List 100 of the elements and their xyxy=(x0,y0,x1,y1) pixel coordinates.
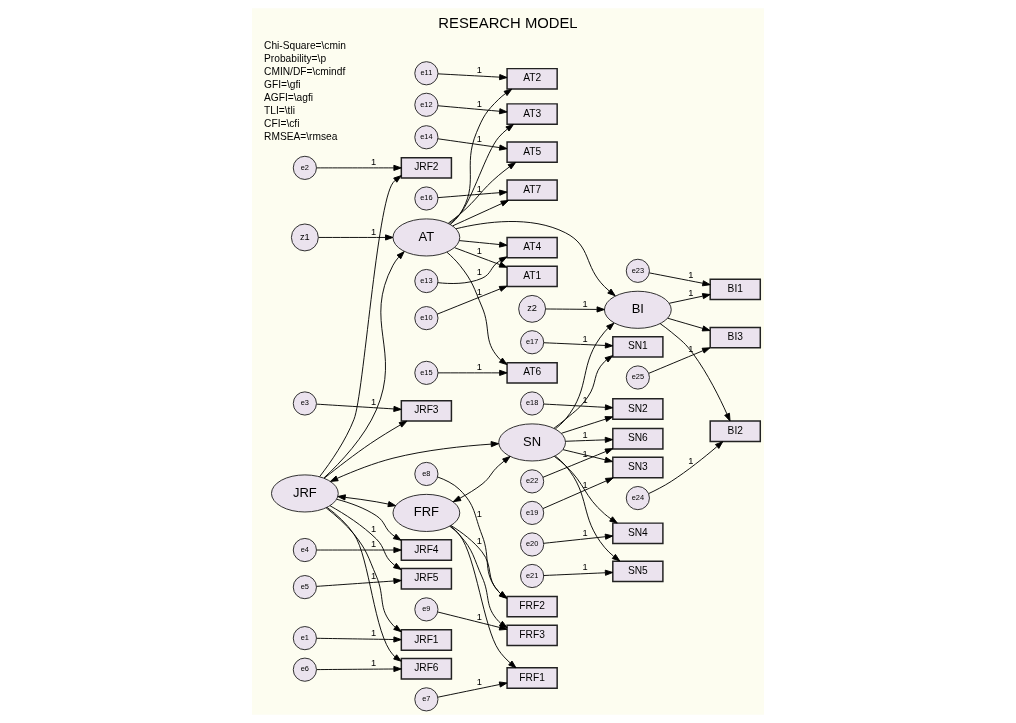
edge-label: 1 xyxy=(370,397,377,408)
edge-label: 1 xyxy=(370,570,377,581)
node-box: BI3 xyxy=(709,326,762,349)
node-circle: e16 xyxy=(414,186,439,211)
edge-label: 1 xyxy=(476,362,482,373)
edge-label: 1 xyxy=(476,611,482,622)
node-box: JRF1 xyxy=(400,629,453,651)
arrow xyxy=(454,247,508,268)
node-box: AT7 xyxy=(506,179,558,202)
node-box: JRF4 xyxy=(400,539,453,561)
arrow xyxy=(542,477,614,510)
edge-label: 1 xyxy=(476,246,482,257)
arrow xyxy=(316,636,402,643)
edge-label: 1 xyxy=(476,133,482,144)
edge-label: 1 xyxy=(476,98,482,109)
edge-label: 1 xyxy=(370,157,377,168)
arrow xyxy=(452,456,511,503)
node-box: SN6 xyxy=(612,427,664,450)
node-ellipse: AT xyxy=(392,218,461,257)
edge-label: 1 xyxy=(688,270,694,281)
arrow xyxy=(436,285,508,315)
arrow xyxy=(450,525,517,669)
edge-label: 1 xyxy=(476,536,482,547)
node-box: SN4 xyxy=(612,522,664,545)
node-box: JRF2 xyxy=(400,156,453,179)
node-box: AT5 xyxy=(506,141,558,164)
node-circle: e9 xyxy=(414,597,439,622)
edge-label: 1 xyxy=(582,395,588,406)
diagram-title: RESEARCH MODEL xyxy=(438,14,578,31)
node-circle: e25 xyxy=(625,365,650,390)
arrow xyxy=(553,355,614,429)
label: TLI=\tli xyxy=(264,104,295,116)
arrow xyxy=(437,256,508,284)
arrow xyxy=(316,164,402,171)
node-circle: e4 xyxy=(292,537,317,563)
node-box: BI2 xyxy=(709,420,762,443)
node-box: AT2 xyxy=(506,67,558,90)
arrow xyxy=(316,403,402,412)
arrow xyxy=(316,546,402,554)
arrow xyxy=(323,251,405,479)
arrow xyxy=(543,533,614,544)
edge-label: 1 xyxy=(476,508,482,519)
arrow xyxy=(316,665,402,673)
arrow xyxy=(437,611,508,631)
node-box: AT3 xyxy=(506,103,558,125)
arrow xyxy=(437,73,508,81)
node-box: AT1 xyxy=(506,265,558,288)
edge-label: 1 xyxy=(582,479,588,490)
node-circle: e3 xyxy=(292,391,317,416)
node-box: FRF1 xyxy=(506,667,558,689)
arrow xyxy=(336,498,402,541)
edge-label: 1 xyxy=(370,628,377,639)
arrow xyxy=(447,162,517,224)
arrow xyxy=(560,416,614,434)
node-box: JRF6 xyxy=(400,657,453,680)
node-circle: e21 xyxy=(520,563,545,589)
arrow xyxy=(326,506,402,662)
arrow xyxy=(325,507,402,633)
label: Chi-Square=\cmin xyxy=(264,39,346,51)
arrow xyxy=(449,525,508,629)
edge-label: 1 xyxy=(582,429,588,440)
edge-label: 1 xyxy=(370,226,377,237)
label: GFI=\gfi xyxy=(264,78,301,90)
node-box: FRF2 xyxy=(506,595,558,618)
node-circle: e23 xyxy=(625,258,650,283)
arrow xyxy=(648,272,711,287)
edge-label: 1 xyxy=(582,562,588,573)
edge-label: 1 xyxy=(476,677,482,688)
arrow xyxy=(542,448,614,478)
node-circle: e11 xyxy=(414,61,439,86)
arrow xyxy=(452,200,509,227)
arrow xyxy=(648,441,724,495)
node-circle: e14 xyxy=(414,125,439,150)
arrow xyxy=(316,577,402,587)
arrow xyxy=(319,175,402,478)
edge-label: 1 xyxy=(582,299,588,310)
node-circle: e18 xyxy=(520,391,545,416)
arrow xyxy=(437,681,508,698)
arrow xyxy=(450,525,508,599)
node-box: AT6 xyxy=(506,361,558,384)
node-circle: e12 xyxy=(414,92,439,117)
arrow xyxy=(659,323,731,422)
label: CFI=\cfi xyxy=(264,117,300,129)
arrow xyxy=(323,420,408,479)
arrow xyxy=(648,347,711,374)
node-circle: e2 xyxy=(292,155,317,180)
edge-label: 1 xyxy=(688,455,694,466)
arrow xyxy=(449,124,514,225)
arrow xyxy=(329,441,500,482)
arrow xyxy=(437,105,508,115)
arrow xyxy=(437,138,508,151)
node-circle: e15 xyxy=(414,360,439,385)
arrow xyxy=(667,317,711,332)
node-circle: e19 xyxy=(520,500,545,525)
arrow xyxy=(449,88,513,225)
node-circle: e17 xyxy=(520,330,545,355)
node-circle: e8 xyxy=(414,461,439,487)
node-circle: e5 xyxy=(292,575,317,600)
arrow xyxy=(668,293,711,304)
label: Probability=\p xyxy=(264,52,327,64)
